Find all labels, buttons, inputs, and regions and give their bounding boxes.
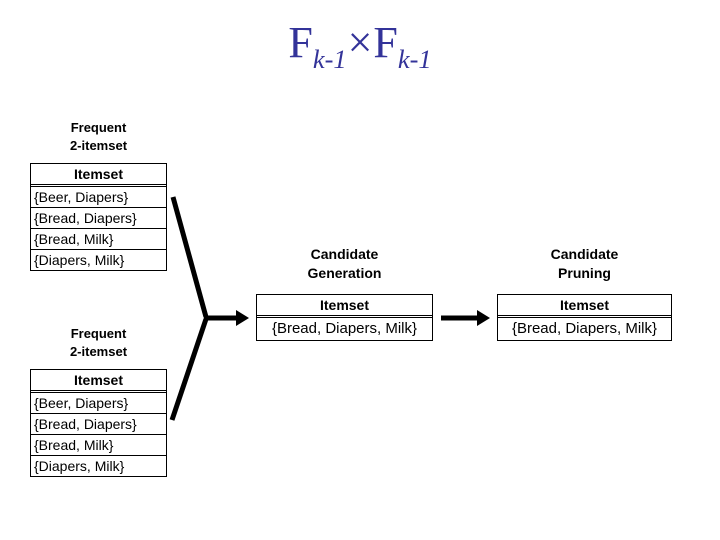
table-header: Itemset [31, 370, 166, 393]
frequent-top-table: Itemset {Beer, Diapers} {Bread, Diapers}… [30, 163, 167, 271]
table-row: {Bread, Diapers, Milk} [511, 320, 658, 337]
frequent-top-label-line1: Frequent [70, 120, 127, 135]
title-f2: F [373, 18, 398, 67]
merge-line-top [170, 196, 209, 318]
candidate-generation-label-line1: Candidate [310, 246, 379, 262]
candidate-pruning-label-line2: Pruning [558, 265, 611, 281]
pruning-arrow-head [477, 310, 490, 326]
table-row: {Diapers, Milk} [31, 249, 166, 270]
table-row: {Diapers, Milk} [31, 455, 166, 476]
candidate-generation-label-line2: Generation [307, 265, 382, 281]
frequent-bottom-label: Frequent 2-itemset [30, 325, 167, 361]
title-sub2: k-1 [397, 44, 432, 74]
frequent-top-label-line2: 2-itemset [69, 138, 128, 153]
candidate-generation-table: Itemset {Bread, Diapers, Milk} [256, 294, 433, 341]
candidate-pruning-table: Itemset {Bread, Diapers, Milk} [497, 294, 672, 341]
candidate-pruning-label-line1: Candidate [550, 246, 619, 262]
frequent-top-label: Frequent 2-itemset [30, 119, 167, 155]
table-row: {Bread, Diapers} [31, 413, 166, 434]
title-f1: F [288, 18, 313, 67]
table-row: {Bread, Milk} [31, 434, 166, 455]
frequent-bottom-label-line1: Frequent [70, 326, 127, 341]
title-sub1: k-1 [312, 44, 347, 74]
table-row: {Beer, Diapers} [34, 395, 129, 411]
table-row: {Beer, Diapers} [34, 189, 129, 205]
table-header: Itemset [498, 295, 671, 318]
table-row: {Bread, Milk} [31, 228, 166, 249]
candidate-pruning-label: Candidate Pruning [497, 245, 672, 283]
candidate-generation-label: Candidate Generation [256, 245, 433, 283]
table-header: Itemset [31, 164, 166, 187]
generation-arrow-head [236, 310, 249, 326]
times-operator: × [347, 18, 373, 67]
table-header: Itemset [257, 295, 432, 318]
table-row: {Bread, Diapers} [31, 207, 166, 228]
frequent-bottom-label-line2: 2-itemset [69, 344, 128, 359]
table-row: {Bread, Diapers, Milk} [271, 320, 418, 337]
page-title: Fk-1×Fk-1 [0, 18, 720, 74]
frequent-bottom-table: Itemset {Beer, Diapers} {Bread, Diapers}… [30, 369, 167, 477]
merge-line-bottom [169, 318, 209, 421]
